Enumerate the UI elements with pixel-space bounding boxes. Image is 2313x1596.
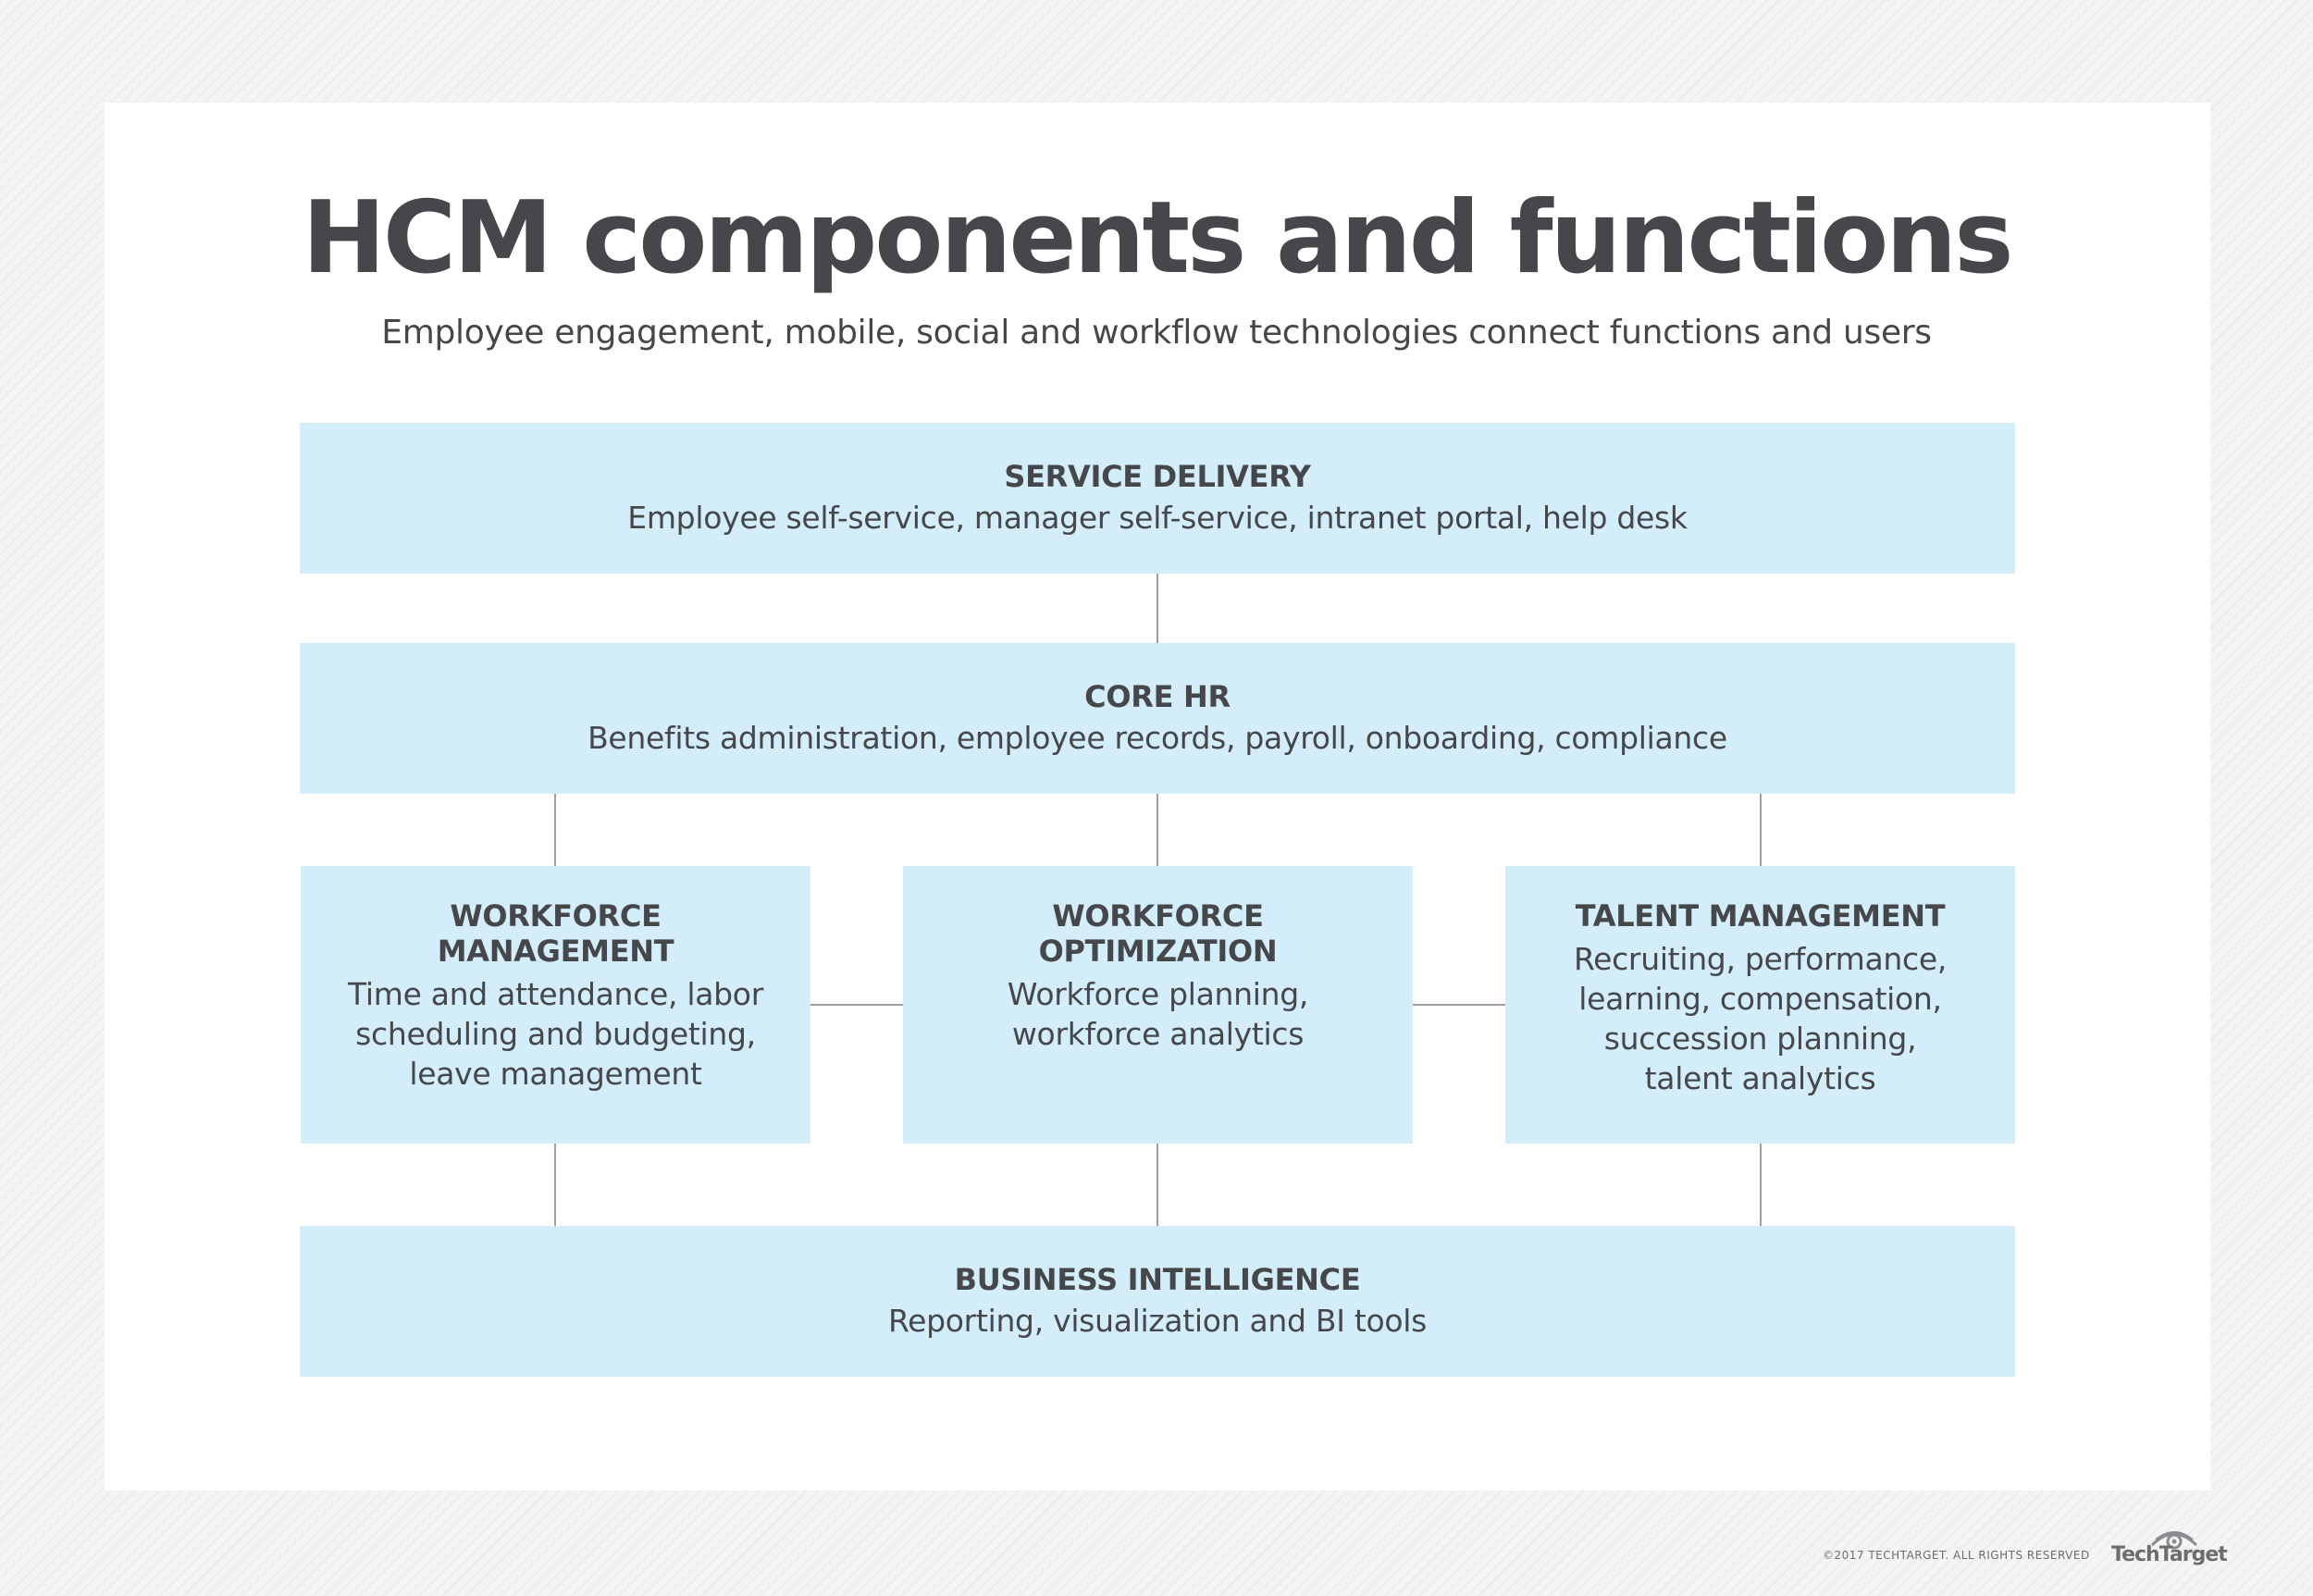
- desc-line: leave management: [409, 1056, 702, 1092]
- desc-line: learning, compensation,: [1578, 981, 1942, 1017]
- connector-wfo-bi: [1156, 1144, 1158, 1226]
- workforce-management-box: WORKFORCE MANAGEMENT Time and attendance…: [301, 866, 810, 1144]
- connector-wfo-talent: [1413, 1004, 1505, 1006]
- connector-core-wfm: [554, 794, 556, 866]
- eye-icon: [2150, 1531, 2198, 1550]
- workforce-optimization-box: WORKFORCE OPTIMIZATION Workforce plannin…: [903, 866, 1413, 1144]
- page-subtitle: Employee engagement, mobile, social and …: [381, 314, 1932, 352]
- core-hr-desc: Benefits administration, employee record…: [588, 720, 1727, 756]
- connector-service-core: [1156, 574, 1158, 644]
- business-intelligence-box: BUSINESS INTELLIGENCE Reporting, visuali…: [300, 1226, 2015, 1377]
- core-hr-box: CORE HR Benefits administration, employe…: [300, 643, 2015, 794]
- connector-wfm-wfo: [810, 1004, 903, 1006]
- desc-line: Workforce planning,: [1007, 976, 1309, 1012]
- service-delivery-box: SERVICE DELIVERY Employee self-service, …: [300, 423, 2015, 574]
- desc-line: Recruiting, performance,: [1573, 941, 1948, 977]
- desc-line: scheduling and budgeting,: [355, 1016, 756, 1052]
- copyright-notice: ©2017 TECHTARGET. ALL RIGHTS RESERVED: [1823, 1549, 2090, 1562]
- desc-line: talent analytics: [1644, 1060, 1876, 1096]
- connector-core-talent: [1760, 794, 1762, 866]
- service-delivery-desc: Employee self-service, manager self-serv…: [627, 500, 1688, 536]
- connector-wfm-bi: [554, 1144, 556, 1226]
- talent-management-box: TALENT MANAGEMENT Recruiting, performanc…: [1505, 866, 2015, 1144]
- workforce-optimization-title: WORKFORCE OPTIMIZATION: [1038, 898, 1278, 969]
- core-hr-title: CORE HR: [1084, 679, 1231, 714]
- talent-management-desc: Recruiting, performance, learning, compe…: [1574, 939, 1947, 1098]
- business-intelligence-title: BUSINESS INTELLIGENCE: [954, 1262, 1361, 1297]
- connector-talent-bi: [1760, 1144, 1762, 1226]
- page-title: HCM components and functions: [302, 180, 2014, 296]
- workforce-management-title: WORKFORCE MANAGEMENT: [437, 898, 674, 969]
- service-delivery-title: SERVICE DELIVERY: [1004, 459, 1311, 494]
- connector-core-wfo: [1156, 794, 1158, 866]
- workforce-management-desc: Time and attendance, labor scheduling an…: [348, 974, 763, 1094]
- desc-line: succession planning,: [1603, 1021, 1917, 1057]
- logo-wordmark: TechTarget: [2111, 1543, 2228, 1566]
- business-intelligence-desc: Reporting, visualization and BI tools: [887, 1303, 1428, 1339]
- desc-line: Time and attendance, labor: [348, 976, 763, 1012]
- techtarget-logo: TechTarget: [2111, 1527, 2228, 1567]
- desc-line: workforce analytics: [1011, 1016, 1305, 1052]
- workforce-optimization-desc: Workforce planning, workforce analytics: [1008, 974, 1308, 1054]
- talent-management-title: TALENT MANAGEMENT: [1575, 898, 1946, 934]
